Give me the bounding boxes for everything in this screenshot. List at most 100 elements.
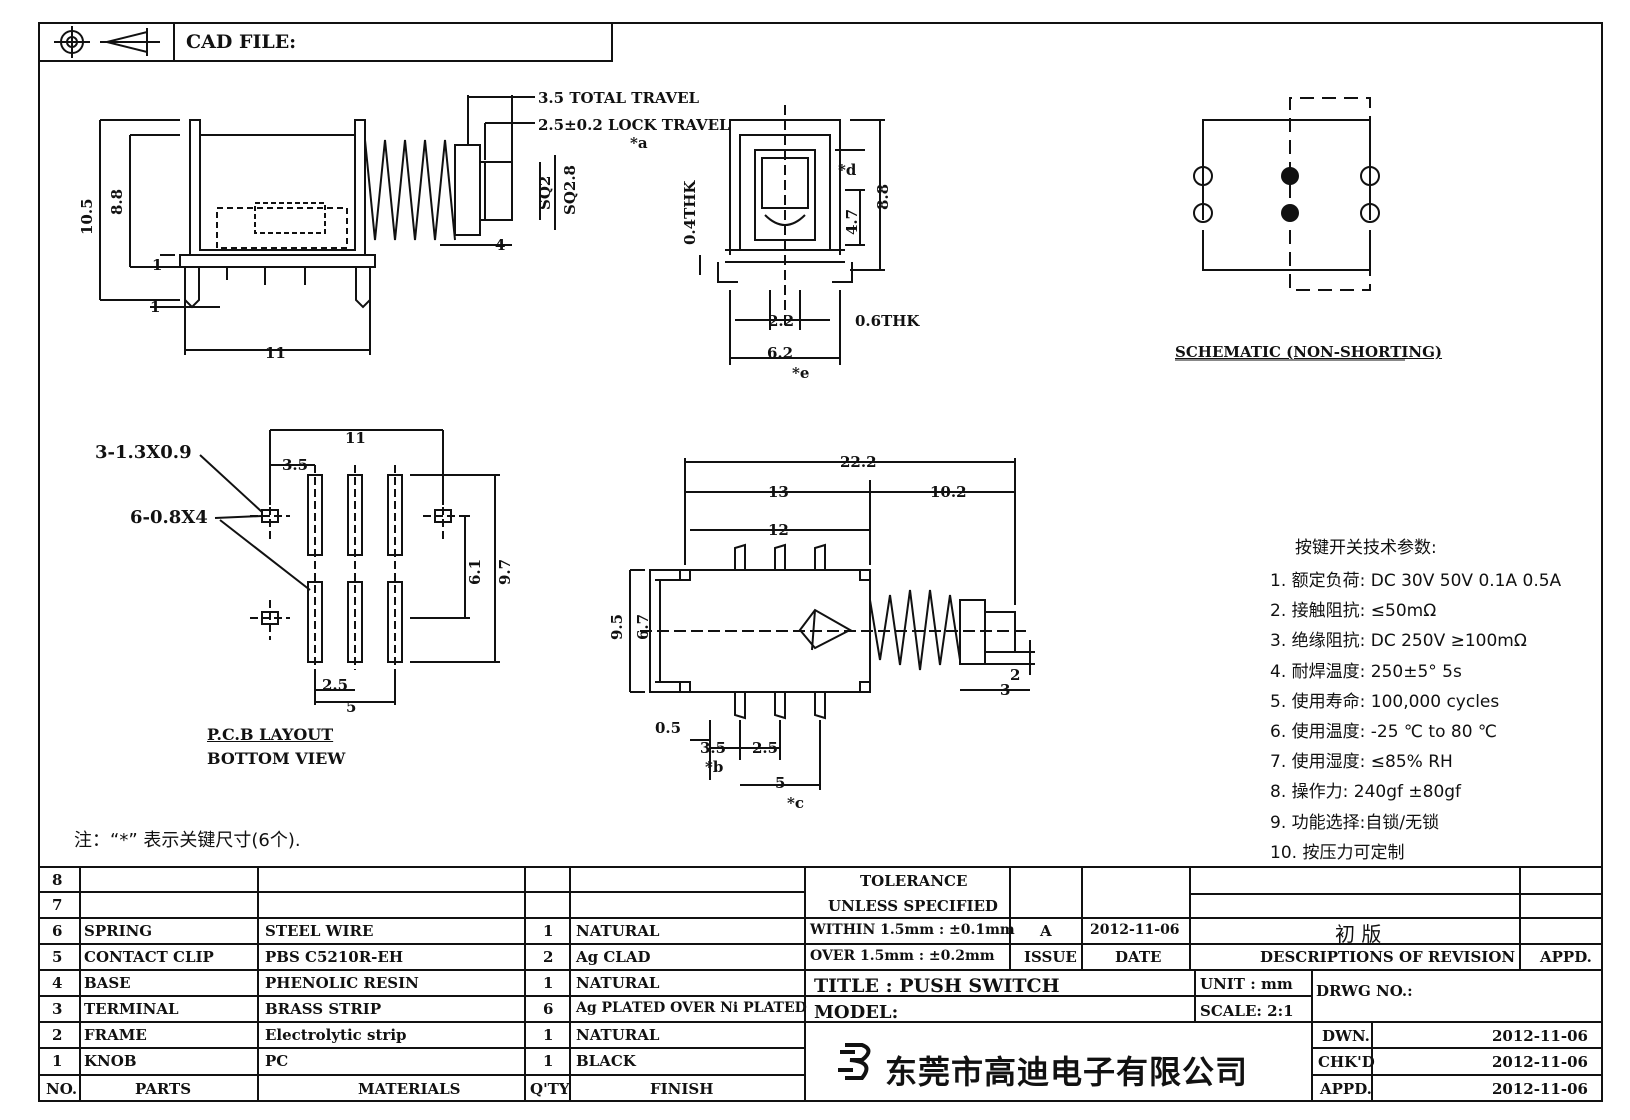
- dim-6-1: 6.1: [466, 559, 484, 585]
- spec-item: 5. 使用寿命: 100,000 cycles: [1270, 691, 1500, 712]
- dim-4: 4: [495, 236, 505, 254]
- cad-file-label: CAD FILE:: [186, 31, 297, 53]
- issue-label: ISSUE: [1024, 948, 1077, 966]
- tolerance-subtitle: UNLESS SPECIFIED: [828, 897, 998, 915]
- bom-qty: 2: [543, 948, 554, 966]
- pcb-layout-subtitle: BOTTOM VIEW: [207, 749, 346, 768]
- bom-header-no: NO.: [46, 1080, 78, 1098]
- bom-qty: 1: [543, 1052, 554, 1070]
- dim-total-travel: 3.5 TOTAL TRAVEL: [538, 89, 700, 107]
- company-name: 东莞市高迪电子有限公司: [885, 1053, 1249, 1091]
- drawing-number-label: DRWG NO.:: [1316, 982, 1413, 1000]
- spec-heading: 按键开关技术参数:: [1295, 538, 1437, 558]
- bom-part: CONTACT CLIP: [84, 948, 214, 966]
- dim-5-bottom: 5: [775, 774, 785, 792]
- dim-22-2: 22.2: [840, 453, 877, 471]
- bom-part: SPRING: [84, 922, 153, 940]
- revision-description: 初 版: [1335, 922, 1382, 946]
- dim-0-6thk: 0.6THK: [855, 312, 920, 330]
- bom-header-parts: PARTS: [135, 1080, 192, 1098]
- bom-no: 4: [52, 974, 63, 992]
- dim-6-7: 6.7: [634, 614, 652, 640]
- revision-date: 2012-11-06: [1090, 922, 1180, 938]
- bom-finish: NATURAL: [576, 922, 660, 940]
- model-label: MODEL:: [814, 1002, 899, 1023]
- spec-item: 6. 使用温度: -25 ℃ to 80 ℃: [1270, 721, 1498, 742]
- bom-qty: 1: [543, 974, 554, 992]
- bom-qty: 6: [543, 1000, 554, 1018]
- approved-label: APPD.: [1320, 1080, 1372, 1098]
- bom-no: 2: [52, 1026, 63, 1044]
- pad-spec-3: 3-1.3X0.9: [95, 442, 192, 463]
- bom-finish: NATURAL: [576, 1026, 660, 1044]
- dim-star-b: *b: [705, 758, 723, 776]
- bom-part: TERMINAL: [84, 1000, 179, 1018]
- dim-star-e: *e: [792, 364, 809, 382]
- spec-item: 9. 功能选择:自锁/无锁: [1270, 812, 1440, 833]
- dim-3: 3: [1000, 681, 1010, 699]
- schematic-label: SCHEMATIC (NON-SHORTING): [1175, 343, 1443, 361]
- dim-8-8-side: 8.8: [108, 189, 126, 215]
- date-label: DATE: [1115, 948, 1162, 966]
- spec-item: 8. 操作力: 240gf ±80gf: [1270, 782, 1462, 803]
- unit-label: UNIT : mm: [1200, 975, 1293, 993]
- dim-10-2: 10.2: [930, 483, 967, 501]
- bom-no: 5: [52, 948, 63, 966]
- dim-0-5: 0.5: [655, 719, 681, 737]
- dim-1-b: 1: [150, 298, 160, 316]
- bom-part: BASE: [84, 974, 131, 992]
- bom-header-qty: Q'TY: [530, 1080, 570, 1098]
- dim-2-2: 2.2: [768, 312, 794, 330]
- dim-sq2: SQ2: [536, 176, 554, 210]
- dim-star-d: *d: [838, 161, 857, 179]
- technical-drawing: 3.5 TOTAL TRAVEL 2.5±0.2 LOCK TRAVEL *a …: [78, 89, 1405, 812]
- bom-part: KNOB: [84, 1052, 137, 1070]
- dim-4-7: 4.7: [843, 209, 861, 235]
- bom-material: PHENOLIC RESIN: [265, 974, 419, 992]
- projection-symbol-icon: [54, 26, 160, 58]
- bom-part: FRAME: [84, 1026, 147, 1044]
- cad-file-header: CAD FILE:: [38, 22, 613, 62]
- bom-material: Electrolytic strip: [265, 1026, 407, 1044]
- drawn-date: 2012-11-06: [1492, 1027, 1588, 1045]
- dim-9-5: 9.5: [608, 614, 626, 640]
- checked-label: CHK'D: [1318, 1053, 1375, 1071]
- bom-material: PBS C5210R-EH: [265, 948, 403, 966]
- bom-no: 7: [52, 896, 63, 914]
- appd-label: APPD.: [1540, 948, 1592, 966]
- bom-no: 6: [52, 922, 63, 940]
- dim-8-8-front: 8.8: [874, 184, 892, 210]
- spec-item: 1. 额定负荷: DC 30V 50V 0.1A 0.5A: [1270, 571, 1562, 591]
- bom-material: BRASS STRIP: [265, 1000, 382, 1018]
- bom-finish: Ag PLATED OVER Ni PLATED: [576, 1000, 807, 1016]
- spec-item: 10. 按压力可定制: [1270, 842, 1405, 863]
- tolerance-within: WITHIN 1.5mm : ±0.1mm: [810, 922, 1015, 938]
- dim-11-side: 11: [265, 344, 286, 362]
- spec-item: 4. 耐焊温度: 250±5° 5s: [1270, 661, 1462, 682]
- dim-2-5-bottom: 2.5: [752, 739, 778, 757]
- dim-10-5: 10.5: [78, 198, 96, 235]
- drawing-frame: [38, 22, 1603, 1102]
- dim-star-c: *c: [787, 794, 804, 812]
- dim-2-5-pcb: 2.5: [322, 676, 348, 694]
- bom-no: 1: [52, 1052, 63, 1070]
- dim-2: 2: [1010, 666, 1020, 684]
- dim-star-a: *a: [630, 134, 648, 152]
- bom-qty: 1: [543, 1026, 554, 1044]
- bom-finish: NATURAL: [576, 974, 660, 992]
- tolerance-title: TOLERANCE: [860, 872, 968, 890]
- bom-header-materials: MATERIALS: [358, 1080, 461, 1098]
- dim-3-5-bottom: 3.5: [700, 739, 726, 757]
- tolerance-over: OVER 1.5mm : ±0.2mm: [810, 948, 995, 964]
- scale-label: SCALE: 2:1: [1200, 1002, 1294, 1020]
- dim-sq2-8: SQ2.8: [561, 165, 579, 215]
- descriptions-label: DESCRIPTIONS OF REVISION: [1260, 948, 1516, 966]
- dim-3-5-pcb: 3.5: [282, 456, 308, 474]
- key-dimension-note: 注：“*” 表示关键尺寸(6个).: [74, 830, 301, 851]
- dim-5-pcb: 5: [346, 698, 356, 716]
- drawn-label: DWN.: [1322, 1027, 1370, 1045]
- spec-item: 2. 接触阻抗: ≤50mΩ: [1270, 601, 1437, 622]
- dim-11-pcb: 11: [345, 429, 366, 447]
- dim-9-7: 9.7: [496, 559, 514, 585]
- bom-qty: 1: [543, 922, 554, 940]
